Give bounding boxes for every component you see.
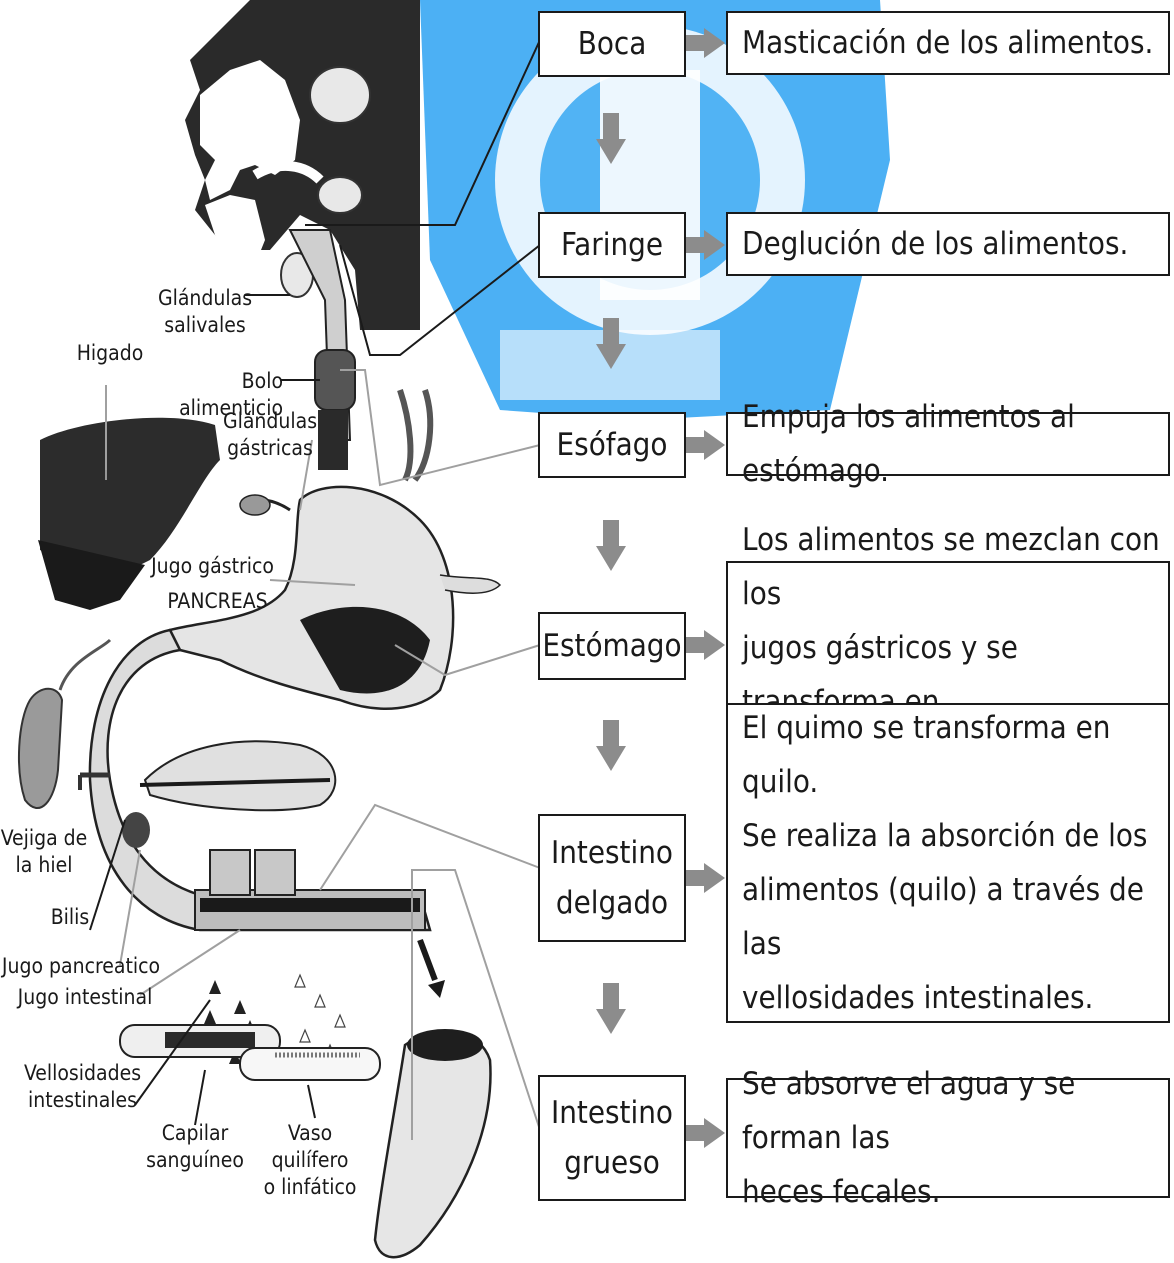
label-pancreas: PANCREAS (167, 589, 268, 613)
stage-intestino-grueso: Intestino grueso (538, 1075, 686, 1201)
down-arrow-3 (596, 520, 626, 571)
leader-lines-light (105, 369, 541, 1140)
label-bolo-alimenticio: Bolo alimenticio (179, 369, 283, 420)
desc-boca-text: Masticación de los alimentos. (742, 25, 1154, 61)
gallbladder-illustration (18, 638, 112, 809)
stage-faringe: Faringe (538, 212, 686, 278)
stage-esofago: Esófago (538, 412, 686, 478)
desc-intestino-grueso: Se absorve el agua y se forman las heces… (726, 1066, 1170, 1210)
desc-faringe-text: Deglución de los alimentos. (742, 226, 1129, 262)
desc-faringe: Deglución de los alimentos. (726, 212, 1170, 276)
right-arrow-2 (686, 230, 725, 260)
desc-esofago: Empuja los alimentos al estómago. (726, 399, 1170, 489)
stage-estomago: Estómago (538, 612, 686, 680)
down-arrow-1 (596, 113, 626, 164)
stage-boca: Boca (538, 11, 686, 77)
label-higado: Higado (76, 341, 144, 365)
liver-illustration (38, 417, 220, 610)
right-arrow-6 (686, 1118, 725, 1148)
leader-lines-dark (89, 39, 541, 1126)
down-arrow-2 (596, 318, 626, 369)
flow-arrows (596, 28, 725, 1148)
label-glandulas-salivales: Glándulas salivales (157, 286, 253, 337)
label-vellosidades-intestinales: Vellosidades intestinales (23, 1061, 142, 1112)
right-arrow-5 (686, 863, 725, 893)
label-glandulas-gastricas: Glándulas gástricas (222, 409, 318, 460)
pancreas-illustration (139, 740, 337, 812)
villi-illustration (119, 973, 381, 1081)
right-arrow-4 (686, 630, 725, 660)
label-vaso-quilifero: Vaso quilífero o linfático (263, 1121, 357, 1199)
desc-intestino-delgado-text: El quimo se transforma en quilo. Se real… (742, 710, 1148, 1016)
esophagus-illustration (288, 229, 356, 540)
label-capilar-sanguineo: Capilar sanguíneo (146, 1121, 244, 1172)
desc-boca: Masticación de los alimentos. (726, 11, 1170, 75)
desc-intestino-delgado: El quimo se transforma en quilo. Se real… (726, 703, 1170, 1023)
head-illustration (185, 0, 420, 330)
label-vejiga-de-la-hiel: Vejiga de la hiel (0, 826, 88, 877)
right-arrow-1 (686, 28, 725, 58)
right-arrow-3 (686, 430, 725, 460)
desc-esofago-text: Empuja los alimentos al estómago. (742, 399, 1075, 489)
stage-intestino-delgado: Intestino delgado (538, 814, 686, 942)
label-jugo-pancreatico: Jugo pancreatico (1, 954, 161, 978)
label-bilis: Bilis (50, 905, 90, 929)
down-arrow-5 (596, 983, 626, 1034)
stomach-illustration (168, 389, 502, 710)
small-intestine-illustration (78, 628, 432, 932)
large-intestine-illustration (373, 938, 492, 1259)
label-jugo-gastrico: Jugo gástrico (151, 554, 274, 578)
down-arrow-4 (596, 720, 626, 771)
desc-intestino-grueso-text: Se absorve el agua y se forman las heces… (742, 1066, 1076, 1210)
label-jugo-intestinal: Jugo intestinal (17, 985, 153, 1009)
